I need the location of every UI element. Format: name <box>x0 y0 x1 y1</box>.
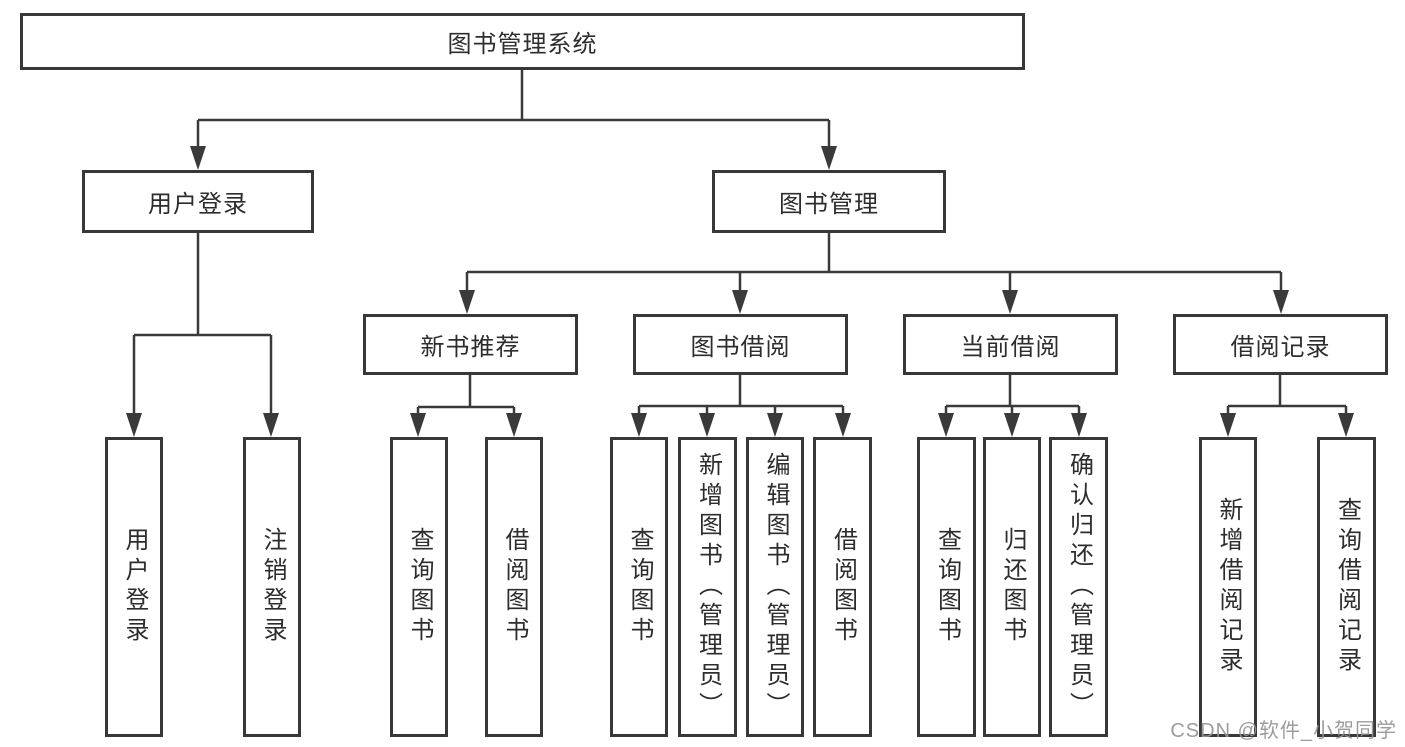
node-book-borrowing-label: 图书借阅 <box>690 334 791 361</box>
node-book-management-label: 图书管理 <box>779 191 879 218</box>
leaf-user-login-label: 用户登录 <box>121 527 148 647</box>
leaf-current-query-book: 查询图书 <box>917 437 976 737</box>
leaf-borrowing-borrow-book-label: 借阅图书 <box>829 527 857 647</box>
connector-root <box>190 69 837 170</box>
leaf-borrowing-query-book-label: 查询图书 <box>626 527 653 647</box>
node-new-book-recommend: 新书推荐 <box>363 314 578 375</box>
leaf-logout: 注销登录 <box>243 437 301 737</box>
node-new-book-recommend-label: 新书推荐 <box>420 334 521 361</box>
leaf-current-query-book-label: 查询图书 <box>933 527 961 647</box>
node-current-borrowing-label: 当前借阅 <box>960 334 1061 361</box>
leaf-add-borrow-record: 新增借阅记录 <box>1199 437 1257 737</box>
csdn-watermark: CSDN @软件_小贺同学 <box>1170 720 1397 742</box>
node-borrow-records: 借阅记录 <box>1173 314 1388 375</box>
leaf-recommend-query-book-label: 查询图书 <box>406 527 433 647</box>
node-current-borrowing: 当前借阅 <box>903 314 1118 375</box>
leaf-recommend-borrow-book: 借阅图书 <box>485 437 543 737</box>
connector-new-book-rec <box>410 375 522 437</box>
leaf-add-borrow-record-label: 新增借阅记录 <box>1215 497 1242 677</box>
leaf-logout-label: 注销登录 <box>259 527 286 647</box>
leaf-edit-book-admin-label: 编辑图书（管理员） <box>762 452 789 722</box>
node-book-management: 图书管理 <box>712 170 946 233</box>
leaf-confirm-return-admin: 确认归还（管理员） <box>1049 437 1108 737</box>
leaf-query-borrow-record: 查询借阅记录 <box>1317 437 1376 737</box>
connector-book-borrow <box>631 375 851 437</box>
leaf-return-book: 归还图书 <box>983 437 1041 737</box>
leaf-edit-book-admin: 编辑图书（管理员） <box>746 437 804 737</box>
leaf-query-borrow-record-label: 查询借阅记录 <box>1333 497 1361 677</box>
node-library-system-label: 图书管理系统 <box>447 31 598 58</box>
leaf-borrowing-query-book: 查询图书 <box>610 437 668 737</box>
leaf-confirm-return-admin-label: 确认归还（管理员） <box>1065 452 1093 722</box>
node-user-login: 用户登录 <box>82 170 314 233</box>
leaf-recommend-borrow-book-label: 借阅图书 <box>501 527 528 647</box>
leaf-add-book-admin-label: 新增图书（管理员） <box>694 452 722 722</box>
node-borrow-records-label: 借阅记录 <box>1230 334 1331 361</box>
connector-borrow-records <box>1220 375 1354 437</box>
leaf-user-login: 用户登录 <box>105 437 163 737</box>
connector-book-mgmt <box>459 233 1289 314</box>
leaf-recommend-query-book: 查询图书 <box>390 437 448 737</box>
connector-user-login <box>126 233 279 437</box>
node-book-borrowing: 图书借阅 <box>633 314 848 375</box>
connector-current-borrow <box>938 375 1087 437</box>
node-user-login-label: 用户登录 <box>148 191 248 218</box>
leaf-borrowing-borrow-book: 借阅图书 <box>813 437 872 737</box>
leaf-return-book-label: 归还图书 <box>999 527 1026 647</box>
leaf-add-book-admin: 新增图书（管理员） <box>678 437 737 737</box>
node-library-system: 图书管理系统 <box>20 13 1025 70</box>
